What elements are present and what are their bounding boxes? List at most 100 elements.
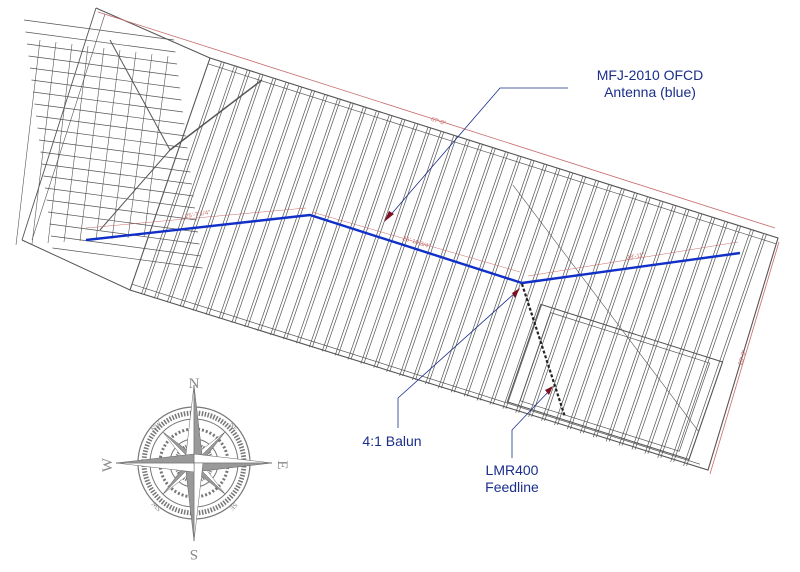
jack-rafter <box>32 91 184 113</box>
rafter <box>156 66 238 299</box>
compass-major-point <box>193 462 273 473</box>
hip-ridge <box>169 79 263 151</box>
rafter <box>286 106 367 340</box>
compass-major-point <box>193 462 204 542</box>
rafter <box>192 78 274 311</box>
rafter <box>337 123 419 356</box>
rafter <box>208 82 290 315</box>
compass-southeast-label: SE <box>228 501 239 512</box>
rafter <box>450 160 532 393</box>
rafter <box>141 61 222 295</box>
overall-length-dimension-line <box>97 11 776 229</box>
rafter <box>579 201 661 434</box>
jack-rafter <box>37 127 188 149</box>
porch-outline <box>506 303 724 461</box>
jack-rafter <box>31 79 182 101</box>
jack-rafter <box>47 211 199 233</box>
rafter <box>373 135 455 368</box>
rafter <box>437 156 519 389</box>
rafter <box>567 196 648 430</box>
compass-major-point <box>193 453 273 464</box>
rafter <box>195 78 277 311</box>
rafter <box>605 209 687 442</box>
antenna-callout-line1: MFJ-2010 OFCD <box>596 67 704 83</box>
rafter <box>670 229 752 462</box>
rafter <box>412 147 493 381</box>
jack-rafter-vertical <box>143 55 169 238</box>
compass-major-point <box>184 384 195 464</box>
overall-length-dimension: 67'-0" <box>430 117 446 127</box>
jack-rafter <box>28 55 179 77</box>
rafter <box>528 184 610 417</box>
jack-rafter-vertical <box>31 41 57 245</box>
rafter <box>324 119 406 352</box>
antenna-wire <box>85 213 741 285</box>
rafter <box>608 209 690 442</box>
rafter <box>570 196 651 430</box>
rafter <box>489 172 571 405</box>
rafter <box>428 151 509 385</box>
jack-rafter-vertical <box>47 43 73 244</box>
rafter <box>321 119 403 352</box>
rafter <box>298 111 380 344</box>
rafter <box>273 102 354 336</box>
jack-rafter-vertical <box>111 51 137 240</box>
roof-framing <box>15 7 779 471</box>
antenna-callout-leader <box>387 87 568 219</box>
roof-outline <box>129 57 779 471</box>
balun-callout-arrowhead <box>512 288 520 298</box>
callout-leaders <box>384 87 568 458</box>
rafter <box>683 233 764 467</box>
rafter <box>466 164 548 397</box>
rafter <box>544 188 625 422</box>
rafter <box>644 221 726 454</box>
rafter <box>169 70 251 303</box>
jack-rafter-vertical <box>95 49 121 241</box>
rafter <box>453 160 535 393</box>
rafter <box>363 131 445 364</box>
rafter <box>270 102 351 336</box>
compass-north-label: N <box>189 376 200 392</box>
compass-south-label: S <box>190 546 198 562</box>
balun-callout: 4:1 Balun <box>362 433 422 449</box>
jack-rafter-vertical <box>79 47 105 242</box>
rafter <box>634 217 716 450</box>
rafter <box>234 90 316 323</box>
rafter <box>218 86 300 319</box>
compass-major-point <box>184 462 195 542</box>
jack-rafter <box>44 187 196 209</box>
jack-rafter <box>38 139 190 161</box>
rafter <box>179 74 261 307</box>
rafter <box>350 127 432 360</box>
balun-callout-leader <box>397 291 517 428</box>
rafter <box>554 192 635 426</box>
rafter <box>631 217 713 450</box>
compass-rose-icon: N S E W NW NE SW SE <box>100 376 290 562</box>
jack-rafter <box>46 199 197 221</box>
roof-fascia-bottom <box>131 283 701 465</box>
rafter <box>144 61 225 295</box>
feedline-callout-line1: LMR400 <box>485 462 539 478</box>
rafter <box>476 168 558 401</box>
rafter <box>425 151 506 385</box>
jack-rafter <box>29 67 181 89</box>
feedline-coax <box>520 283 567 418</box>
hip-rafter-top <box>109 39 171 151</box>
rafter <box>502 176 584 409</box>
leg-left-dim-line <box>85 207 307 229</box>
rafter <box>621 213 703 446</box>
compass-major-point <box>115 462 195 473</box>
feedline-callout-line2: Feedline <box>485 479 539 495</box>
jack-rafter <box>23 19 175 41</box>
rafter <box>244 94 326 327</box>
left-roof-inner-edge <box>31 13 106 241</box>
rafter <box>221 86 303 319</box>
jack-rafter <box>49 223 200 245</box>
rafter <box>463 164 545 397</box>
jack-rafter-vertical <box>127 53 153 239</box>
feedline-callout-arrowhead <box>545 386 553 395</box>
rafter <box>415 147 496 381</box>
porch-inner-outline <box>519 312 711 452</box>
jack-rafter <box>25 31 176 53</box>
jack-rafter <box>34 103 185 125</box>
